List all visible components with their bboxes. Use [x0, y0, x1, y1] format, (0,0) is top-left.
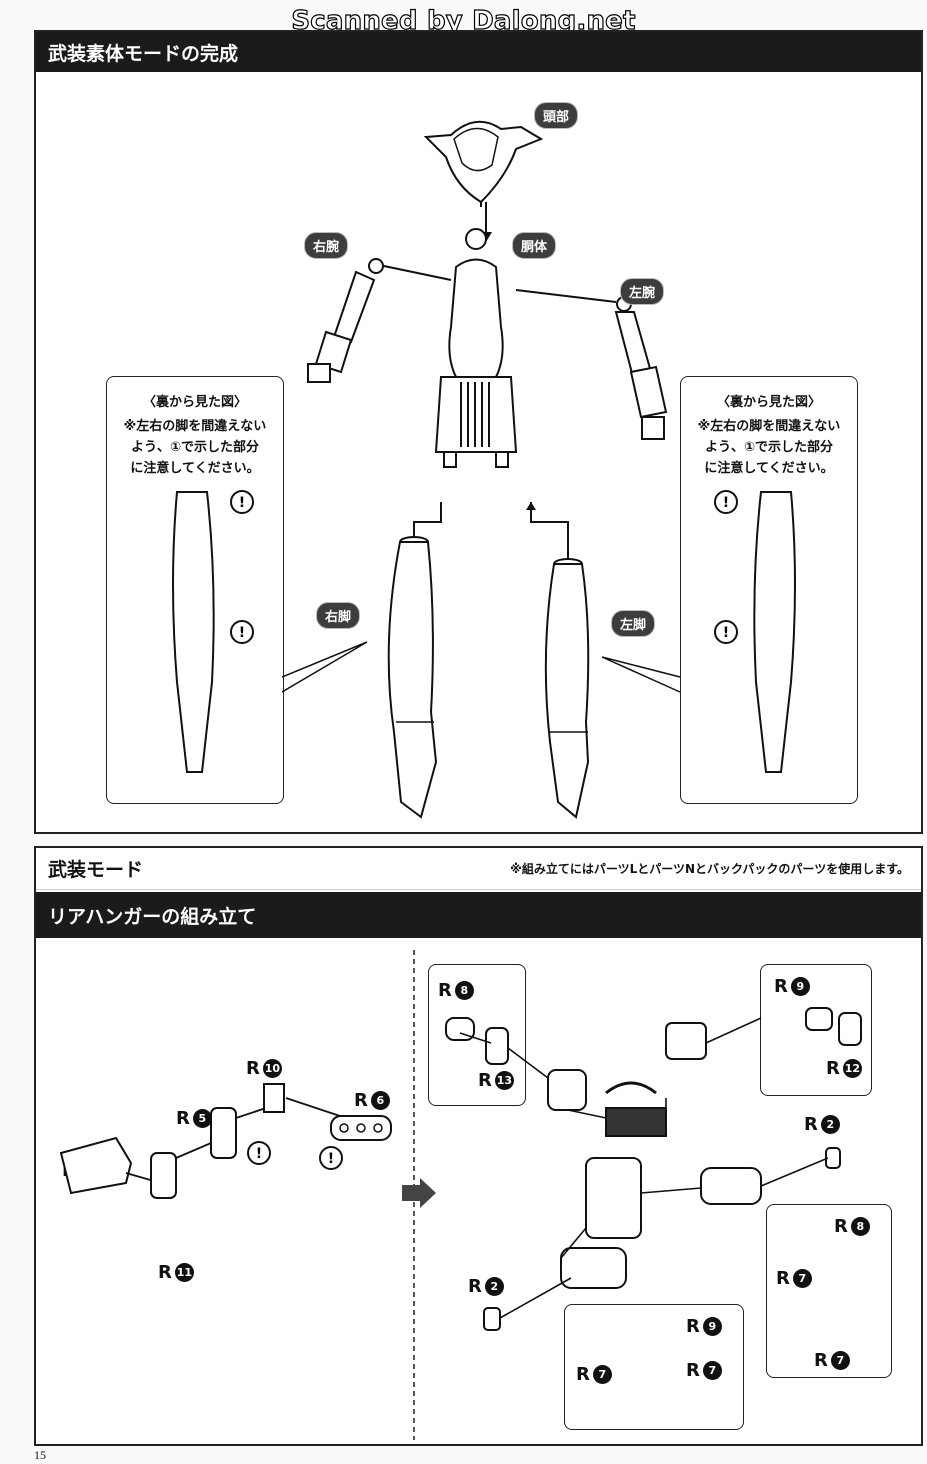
armed-mode-bar: 武装モード ※組み立てにはパーツLとパーツNとバックパックのパーツを使用します。: [36, 848, 921, 890]
svg-text:!: !: [723, 625, 729, 641]
armed-mode-title: 武装モード: [48, 859, 144, 881]
svg-text:!: !: [328, 1151, 334, 1167]
callout-right-title: 〈裏から見た図〉: [716, 395, 821, 410]
tag-left-arm: 左腕: [620, 278, 665, 305]
callout-right-text: ※左右の脚を間違えない よう、①で示した部分 に注意してください。: [697, 419, 841, 476]
page-number: 15: [34, 1448, 46, 1462]
section-armed-mode-panel: 武装モード ※組み立てにはパーツLとパーツNとバックパックのパーツを使用します。…: [34, 846, 923, 1446]
section-completion-panel: 武装素体モードの完成 頭部 胴体 右腕 左腕: [34, 30, 923, 834]
svg-text:!: !: [723, 495, 729, 511]
callout-left: 〈裏から見た図〉 ※左右の脚を間違えない よう、①で示した部分 に注意してくださ…: [106, 376, 284, 804]
tag-torso: 胴体: [512, 232, 557, 259]
torso-part-drawing: [434, 228, 518, 468]
inset-r8-r7-right: [766, 1204, 892, 1378]
callout-left-title: 〈裏から見た図〉: [142, 395, 247, 410]
tag-right-arm: 右腕: [304, 232, 349, 259]
armed-mode-note: ※組み立てにはパーツLとパーツNとバックパックのパーツを使用します。: [510, 862, 909, 876]
svg-text:!: !: [239, 625, 245, 641]
section-title: 武装素体モードの完成: [36, 32, 921, 72]
tag-left-leg: 左脚: [611, 610, 656, 637]
callout-left-leg-drawing: ! !: [172, 490, 254, 773]
right-step-drawing: [445, 1007, 862, 1331]
left-leg-drawing: [526, 502, 590, 819]
right-leg-drawing: [387, 502, 442, 819]
svg-text:!: !: [256, 1146, 262, 1162]
head-part-drawing: [423, 120, 544, 207]
svg-text:!: !: [239, 495, 245, 511]
callout-right: 〈裏から見た図〉 ※左右の脚を間違えない よう、①で示した部分 に注意してくださ…: [680, 376, 858, 804]
left-step-drawing: ! !: [59, 1083, 392, 1199]
tag-head: 頭部: [534, 102, 579, 129]
callout-left-text: ※左右の脚を間違えない よう、①で示した部分 に注意してください。: [123, 419, 267, 476]
right-arm-drawing: [307, 258, 452, 383]
callout-right-leg-drawing: ! !: [714, 490, 796, 773]
tag-right-leg: 右脚: [316, 602, 361, 629]
callout-pointers: [282, 641, 681, 693]
step-arrow-icon: [402, 1178, 436, 1208]
left-arm-drawing: [516, 289, 668, 440]
rear-hanger-title: リアハンガーの組み立て: [36, 892, 921, 938]
